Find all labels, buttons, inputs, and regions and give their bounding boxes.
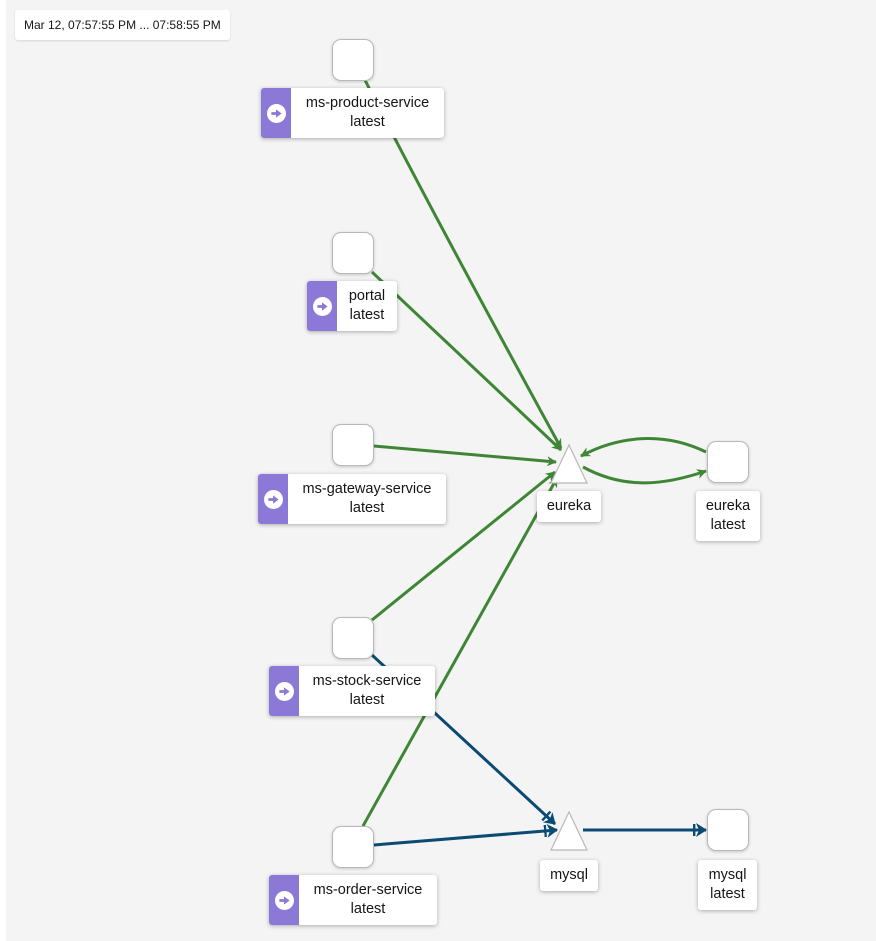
badge	[258, 474, 288, 524]
workload-node-ms-order-service[interactable]	[332, 826, 374, 868]
service-label-mysql[interactable]: mysql	[540, 860, 598, 891]
workload-node-ms-stock-service[interactable]	[332, 617, 374, 659]
badge	[307, 281, 337, 331]
edge-order-to-mysql[interactable]	[373, 823, 558, 847]
workload-label-portal[interactable]: portal latest	[307, 281, 397, 331]
badge	[261, 88, 291, 138]
workload-version: latest	[349, 307, 385, 323]
edge-eureka-to-eureka-app[interactable]	[582, 465, 707, 485]
app-node-mysql[interactable]	[707, 809, 749, 851]
service-mysql-triangle-icon[interactable]	[550, 810, 588, 851]
workload-name: ms-order-service	[313, 882, 423, 898]
workload-arrow-icon	[278, 895, 290, 905]
app-label-eureka[interactable]: eureka latest	[696, 491, 760, 541]
workload-label-ms-stock-service[interactable]: ms-stock-service latest	[269, 666, 435, 716]
workload-arrow-icon	[270, 108, 282, 118]
service-name: eureka	[546, 498, 592, 514]
service-eureka-triangle-icon[interactable]	[550, 443, 588, 484]
workload-label-ms-order-service[interactable]: ms-order-service latest	[269, 875, 437, 925]
workload-name: ms-stock-service	[312, 673, 422, 689]
badge	[269, 666, 299, 716]
service-label-eureka[interactable]: eureka	[537, 491, 601, 522]
edge-eureka-app-to-eureka[interactable]	[580, 437, 707, 458]
workload-name: ms-product-service	[305, 95, 430, 111]
badge	[269, 875, 299, 925]
workload-version: latest	[350, 114, 385, 130]
workload-node-ms-product-service[interactable]	[332, 39, 374, 81]
edge-gateway-to-eureka[interactable]	[373, 444, 557, 467]
app-node-eureka[interactable]	[707, 441, 749, 483]
workload-arrow-icon	[278, 686, 290, 696]
workload-label-ms-product-service[interactable]: ms-product-service latest	[261, 88, 444, 138]
workload-label-ms-gateway-service[interactable]: ms-gateway-service latest	[258, 474, 446, 524]
app-version: latest	[710, 886, 745, 902]
workload-arrow-icon	[316, 301, 328, 311]
app-label-mysql[interactable]: mysql latest	[698, 860, 757, 910]
service-name: mysql	[550, 867, 588, 883]
app-name: mysql	[708, 867, 747, 883]
workload-version: latest	[349, 500, 385, 516]
workload-name: ms-gateway-service	[302, 481, 432, 497]
workload-name: portal	[348, 288, 386, 304]
workload-version: latest	[350, 901, 386, 917]
workload-node-portal[interactable]	[332, 232, 374, 274]
edge-stock-to-eureka[interactable]	[371, 470, 556, 622]
edge-order-to-eureka[interactable]	[361, 477, 559, 827]
edge-portal-to-eureka[interactable]	[370, 270, 563, 452]
workload-node-ms-gateway-service[interactable]	[332, 424, 374, 466]
time-range-label: Mar 12, 07:57:55 PM ... 07:58:55 PM	[15, 10, 230, 40]
workload-arrow-icon	[267, 494, 279, 504]
workload-version: latest	[349, 692, 385, 708]
app-version: latest	[710, 517, 746, 533]
app-name: eureka	[705, 498, 751, 514]
